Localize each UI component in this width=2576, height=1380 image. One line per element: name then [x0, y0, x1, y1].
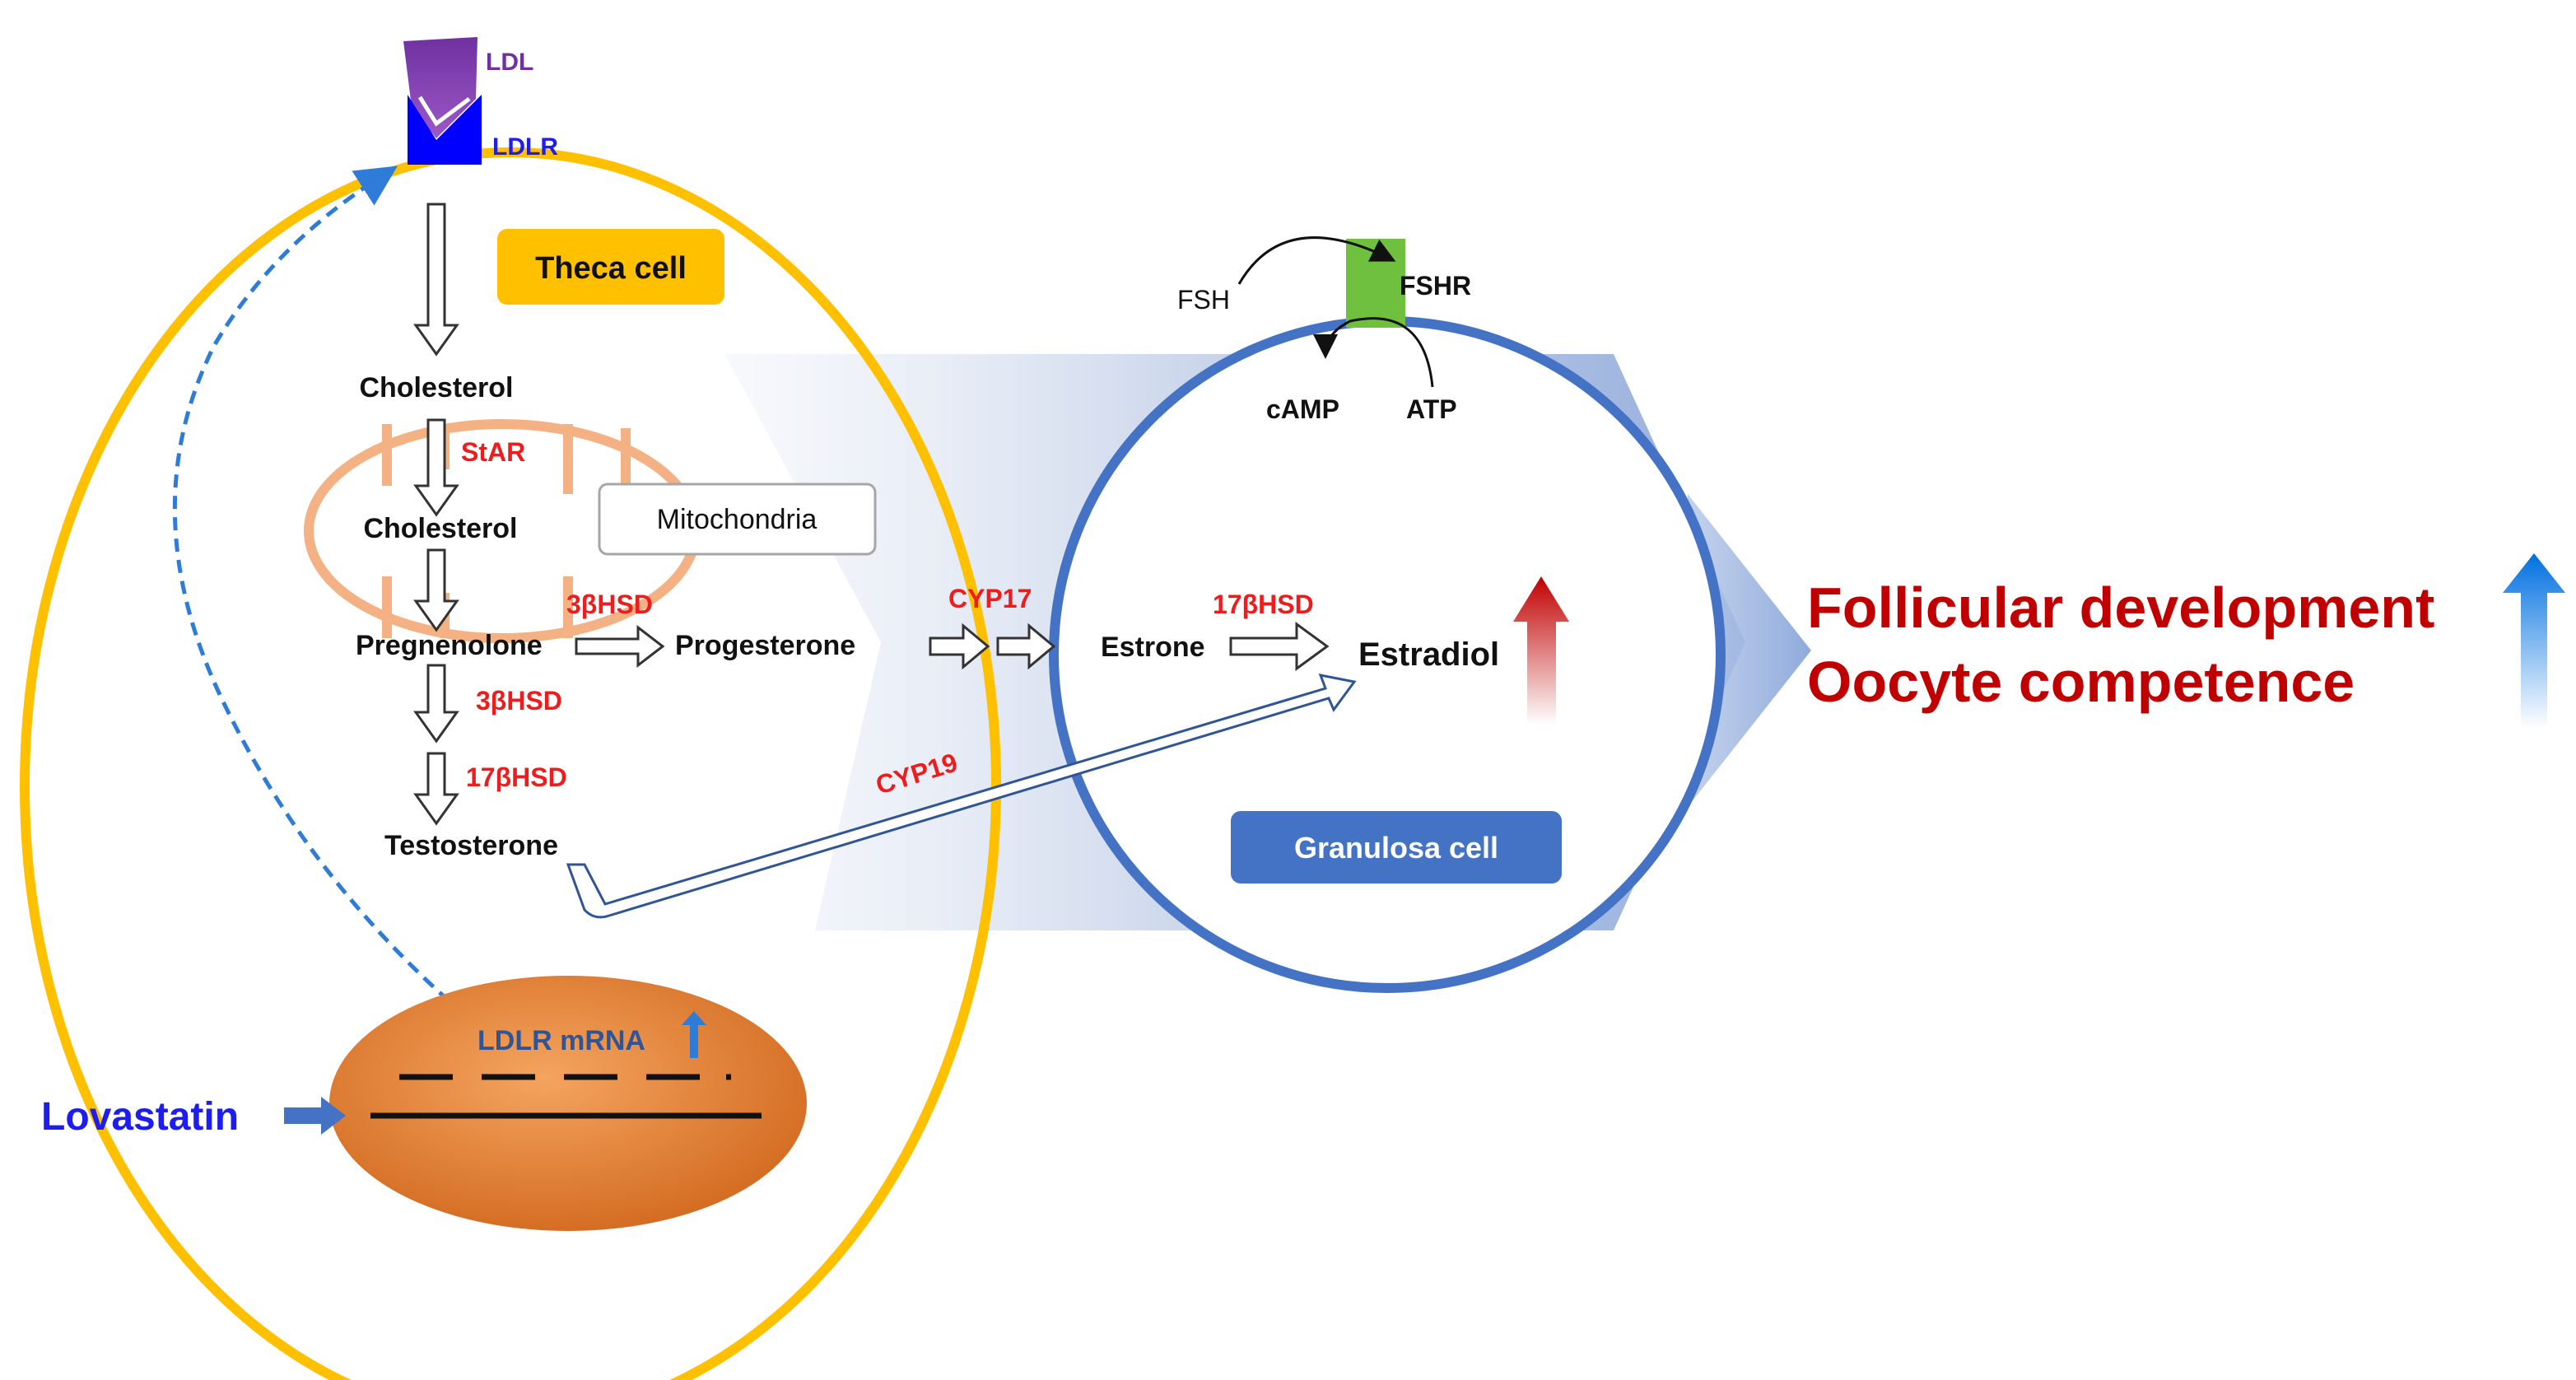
testosterone-label: Testosterone: [384, 830, 558, 861]
ldlr-feedback-arrow: [172, 166, 483, 1031]
cyp19-conversion-arrow: [566, 674, 1357, 919]
outcome-chevron: [1688, 494, 1811, 807]
mitochondria-box: [598, 483, 877, 556]
ldl-label: LDL: [486, 49, 533, 76]
estradiol-label: Estradiol: [1358, 636, 1499, 673]
ldlr-mrna-label: LDLR mRNA: [477, 1025, 645, 1056]
granulosa-cell-box: [1231, 811, 1562, 883]
granulosa-cell-label: Granulosa cell: [1294, 831, 1498, 865]
camp-conversion-arrow: [1313, 317, 1434, 388]
hsd3b-progesterone-label: 3βHSD: [566, 590, 653, 619]
ldl-icon: [403, 37, 477, 138]
progesterone-label: Progesterone: [675, 630, 855, 661]
pregnenolone-label: Pregnenolone: [356, 630, 543, 661]
outcome-up-arrow-icon: [2503, 553, 2565, 729]
camp-label: cAMP: [1266, 394, 1339, 424]
hsd17b-granulosa-label: 17βHSD: [1213, 590, 1314, 619]
ldlr-icon: [408, 95, 482, 165]
nucleus: [329, 976, 807, 1231]
atp-label: ATP: [1406, 394, 1457, 424]
ldlr-notch-icon: [417, 96, 471, 127]
lovastatin-label: Lovastatin: [41, 1095, 239, 1139]
dna-strands: [370, 1074, 762, 1119]
ldl-receptor-icon: [403, 37, 482, 165]
cyp17-label: CYP17: [948, 584, 1032, 613]
outcome-follicular-label: Follicular development: [1807, 576, 2434, 640]
theca-cell-box: [497, 229, 724, 305]
hsd17b-theca-label: 17βHSD: [466, 762, 567, 792]
star-enzyme-label: StAR: [461, 437, 525, 467]
fsh-binding-arrow: [1237, 236, 1396, 285]
mitochondria-label: Mitochondria: [657, 504, 818, 535]
theca-cell-label: Theca cell: [535, 251, 687, 286]
outcome-oocyte-label: Oocyte competence: [1807, 650, 2355, 714]
ldlr-label: LDLR: [492, 133, 558, 161]
pathway-arrows: [413, 203, 1330, 826]
lovastatin-arrow-icon: [284, 1097, 346, 1135]
hsd3b-label: 3βHSD: [476, 686, 562, 716]
estradiol-up-arrow-icon: [1513, 576, 1569, 725]
mrna-up-arrow-icon: [682, 1011, 706, 1058]
estrone-label: Estrone: [1101, 632, 1205, 663]
fsh-label: FSH: [1177, 285, 1230, 315]
mito-cholesterol-label: Cholesterol: [363, 513, 517, 544]
fshr-label: FSHR: [1400, 271, 1471, 301]
cholesterol-label: Cholesterol: [359, 372, 513, 403]
